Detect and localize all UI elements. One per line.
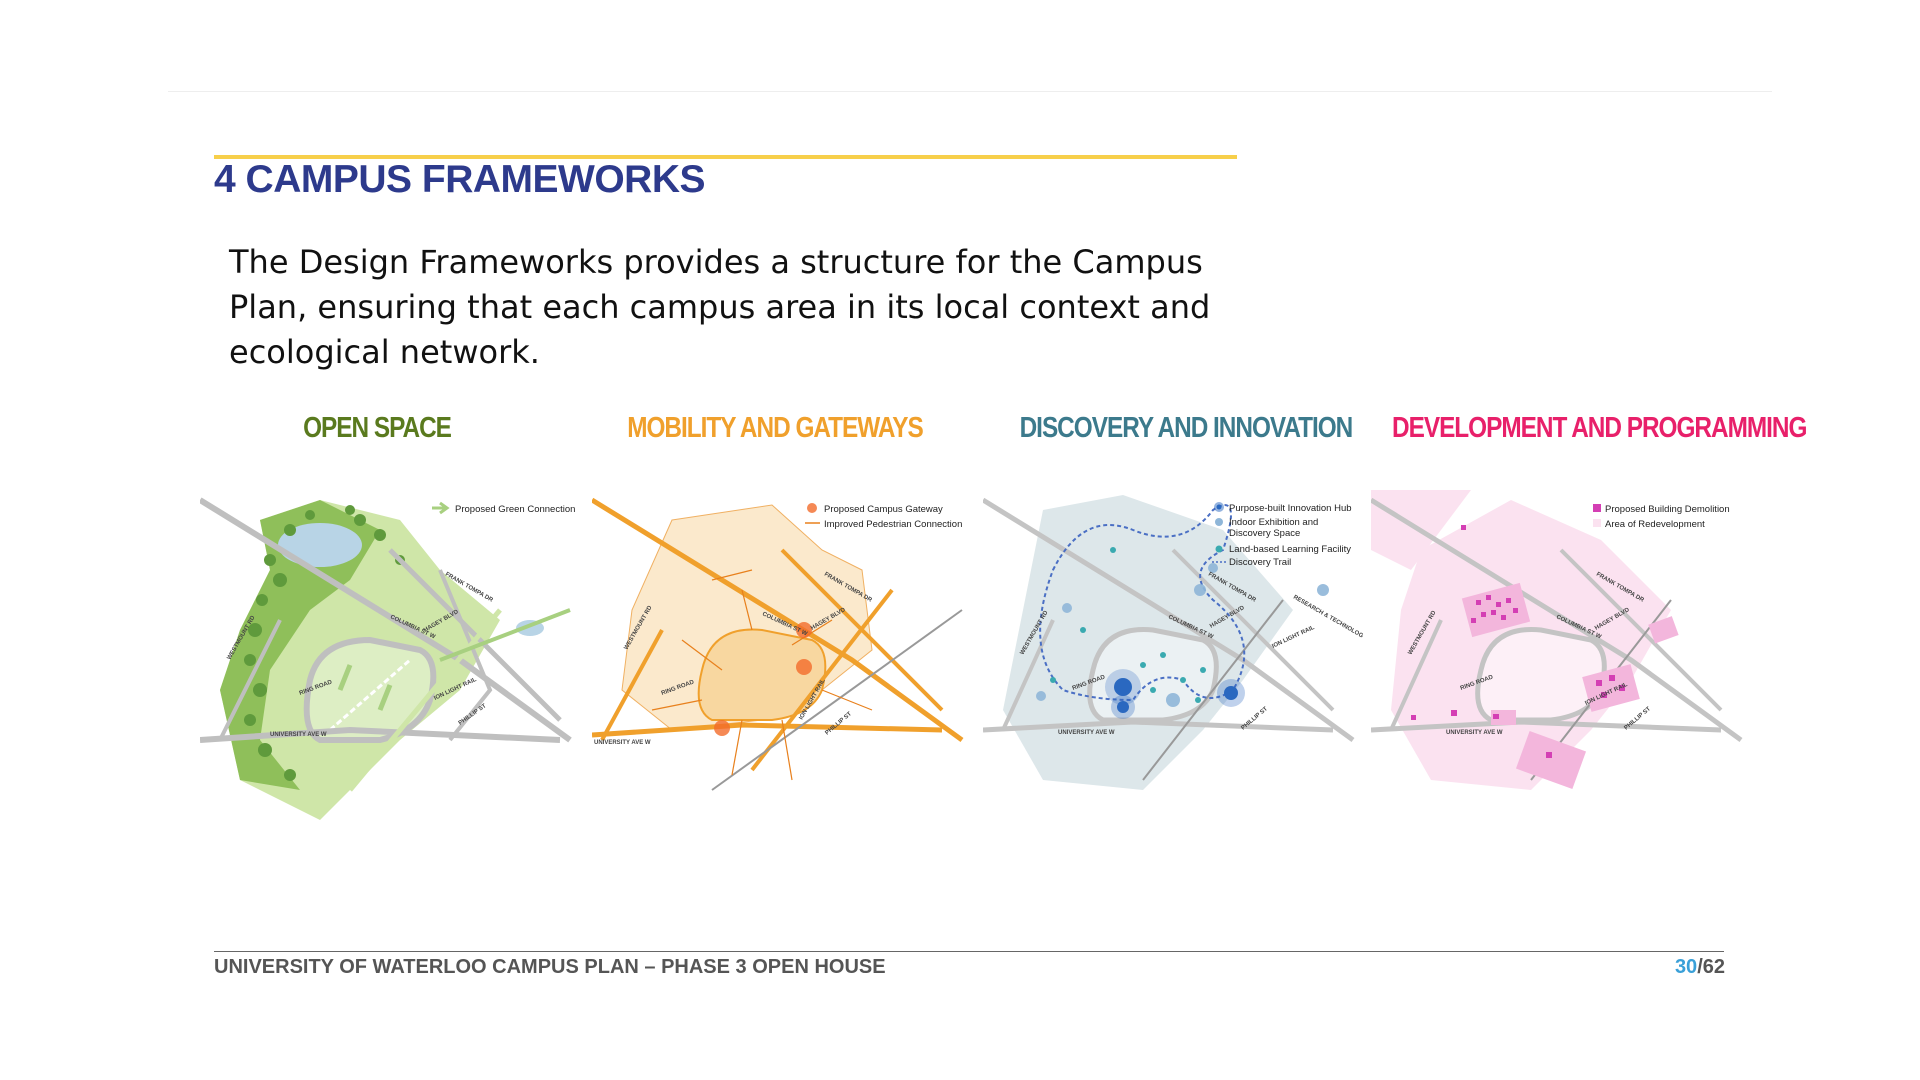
svg-text:UNIVERSITY AVE W: UNIVERSITY AVE W [270,732,327,738]
svg-text:Proposed Building Demolition: Proposed Building Demolition [1605,504,1730,515]
framework-title-mobility: MOBILITY AND GATEWAYS [627,412,924,444]
svg-text:Indoor Exhibition and: Indoor Exhibition and [1229,517,1318,528]
framework-title-discovery: DISCOVERY AND INNOVATION [1019,412,1354,444]
page-current: 30 [1674,956,1698,978]
page-title: 4 CAMPUS FRAMEWORKS [214,158,706,201]
discovery-map: WESTMOUNT RD RING ROAD COLUMBIA ST W HAG… [983,490,1363,820]
svg-text:Land-based Learning Facility: Land-based Learning Facility [1229,544,1351,555]
development-map: WESTMOUNT RD RING ROAD COLUMBIA ST W HAG… [1371,490,1751,820]
top-divider [168,91,1772,92]
framework-title-open-space: OPEN SPACE [303,412,452,444]
svg-text:RESEARCH & TECHNOLOGY PARK: RESEARCH & TECHNOLOGY PARK [1292,595,1363,651]
footer-divider [214,951,1724,952]
svg-text:Proposed Campus Gateway: Proposed Campus Gateway [824,504,943,515]
svg-text:UNIVERSITY AVE W: UNIVERSITY AVE W [594,740,651,746]
page-total: /62 [1697,956,1725,978]
title-accent-rule [214,155,1237,159]
svg-text:UNIVERSITY AVE W: UNIVERSITY AVE W [1058,730,1115,736]
intro-paragraph: The Design Frameworks provides a structu… [229,243,1211,371]
framework-title-development: DEVELOPMENT AND PROGRAMMING [1392,412,1807,444]
svg-text:Discovery Trail: Discovery Trail [1229,557,1291,568]
svg-text:UNIVERSITY AVE W: UNIVERSITY AVE W [1446,730,1503,736]
svg-text:Proposed Green Connection: Proposed Green Connection [455,504,575,515]
svg-text:Discovery Space: Discovery Space [1229,528,1300,539]
mobility-map: WESTMOUNT RD RING ROAD COLUMBIA ST W HAG… [592,490,972,820]
svg-text:PHILLIP ST: PHILLIP ST [458,703,488,727]
footer-title: UNIVERSITY OF WATERLOO CAMPUS PLAN – PHA… [214,956,886,978]
svg-text:Improved Pedestrian Connection: Improved Pedestrian Connection [824,519,962,530]
svg-text:PHILLIP ST: PHILLIP ST [824,711,853,737]
open-space-map: WESTMOUNT RD RING ROAD COLUMBIA ST W HAG… [200,490,580,820]
svg-text:Area of Redevelopment: Area of Redevelopment [1605,519,1705,530]
page-number: 30/62 [1675,956,1725,979]
svg-text:Purpose-built Innovation Hub: Purpose-built Innovation Hub [1229,503,1352,514]
